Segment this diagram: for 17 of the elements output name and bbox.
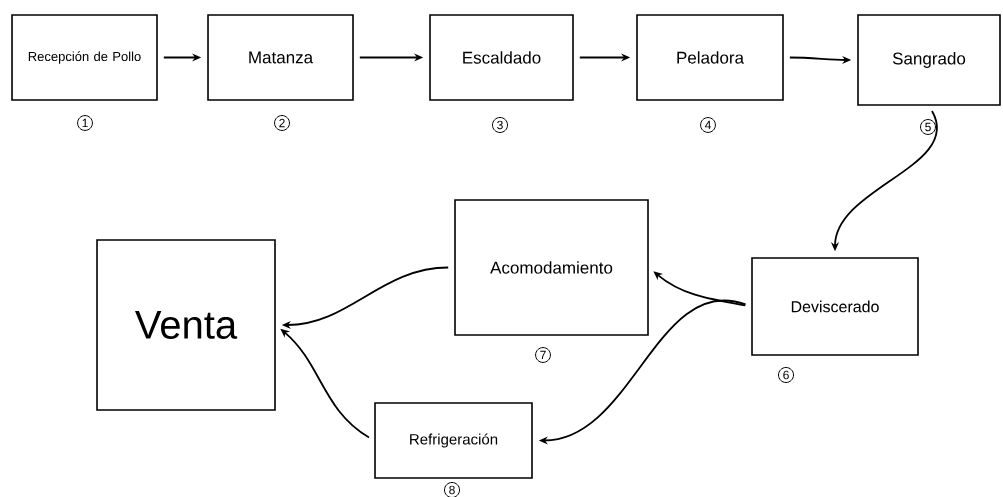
process-box: Venta: [96, 239, 276, 411]
process-box: Escaldado: [429, 14, 574, 101]
step-number: 3: [492, 117, 508, 133]
step-number: 1: [77, 115, 93, 131]
process-box: Refrigeración: [374, 402, 533, 479]
step-number: 4: [700, 117, 716, 133]
process-box: Acomodamiento: [454, 199, 649, 336]
step-number: 2: [274, 115, 290, 131]
step-number: 8: [444, 482, 460, 497]
process-box: Matanza: [207, 14, 354, 101]
process-box: Deviscerado: [751, 257, 919, 356]
step-number: 5: [920, 119, 936, 135]
step-number: 7: [535, 347, 551, 363]
process-box: Sangrado: [857, 14, 1001, 106]
process-box: Recepción de Pollo: [11, 14, 158, 101]
step-number: 6: [778, 367, 794, 383]
process-box: Peladora: [636, 14, 784, 101]
